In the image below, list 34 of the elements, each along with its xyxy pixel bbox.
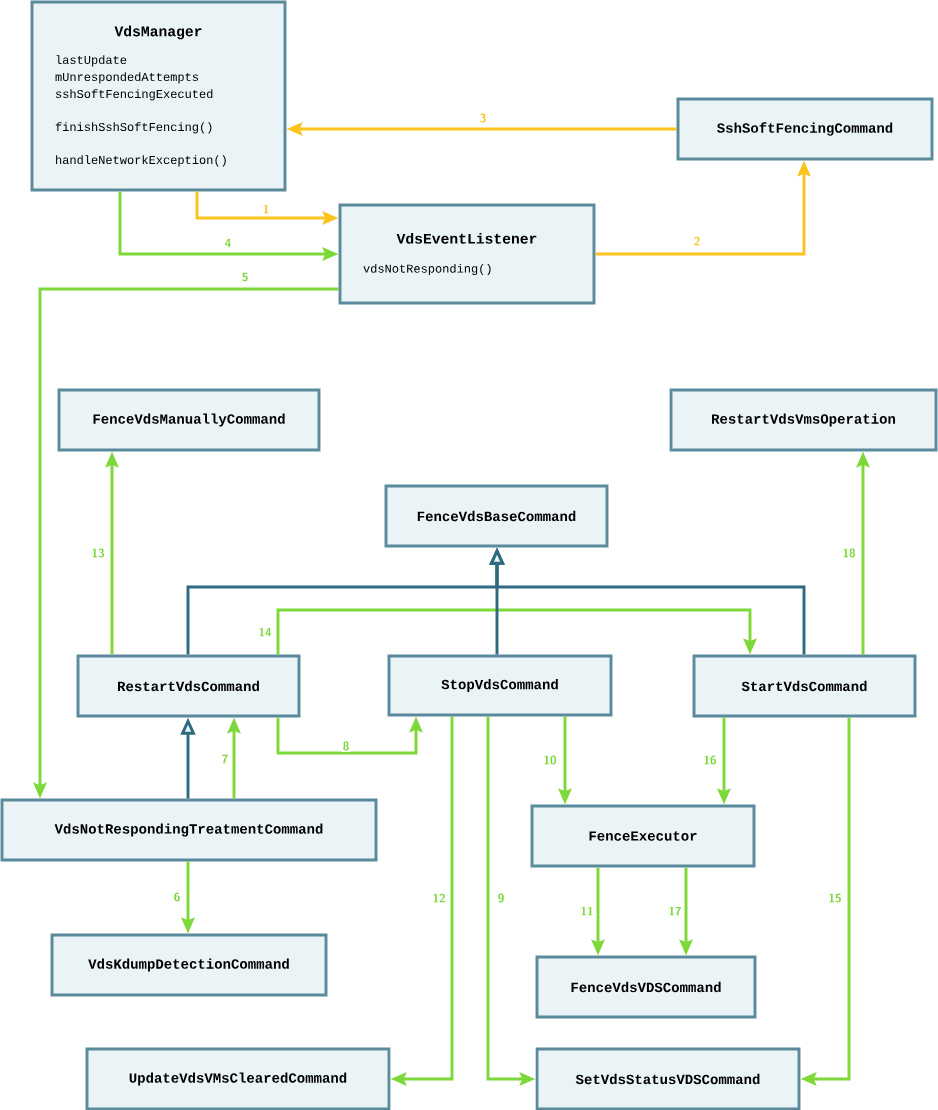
class-box: UpdateVdsVMsClearedCommand — [85, 1047, 391, 1110]
edge-label: 14 — [257, 626, 273, 638]
class-box: VdsNotRespondingTreatmentCommand — [0, 798, 378, 862]
edge-label: 13 — [90, 547, 106, 559]
edge-label: 6 — [172, 891, 182, 903]
class-box: VdsManager lastUpdate mUnrespondedAttempts sshSoftFencingExecuted finishSshSoftFencing() handleNetworkException() — [30, 0, 287, 192]
class-box: StopVdsCommand — [387, 654, 613, 717]
edge-label: 17 — [667, 905, 683, 917]
class-box: SshSoftFencingCommand — [676, 97, 934, 161]
edge-label: 1 — [261, 203, 271, 215]
class-box: FenceVdsVDSCommand — [535, 955, 757, 1019]
class-box: SetVdsStatusVDSCommand — [535, 1047, 801, 1110]
edge-label: 12 — [431, 892, 447, 904]
arrow — [276, 608, 757, 655]
edge-label: 9 — [496, 892, 506, 904]
class-box: VdsKdumpDetectionCommand — [50, 933, 328, 997]
class-box: FenceVdsManuallyCommand — [57, 388, 321, 452]
edge-label: 7 — [220, 753, 230, 765]
edge-label: 3 — [478, 112, 488, 124]
edge-label: 11 — [579, 905, 595, 917]
edge-label: 18 — [841, 547, 857, 559]
edge-label: 8 — [341, 740, 351, 752]
edge-label: 10 — [542, 754, 558, 766]
class-box: VdsEventListener vdsNotResponding() — [338, 203, 596, 305]
class-box: RestartVdsVmsOperation — [669, 388, 938, 452]
edge-label: 16 — [702, 754, 718, 766]
class-box: FenceExecutor — [530, 804, 756, 868]
class-box: StartVdsCommand — [692, 654, 917, 718]
class-box: FenceVdsBaseCommand — [384, 484, 609, 548]
edge-label: 5 — [240, 271, 250, 283]
class-box: RestartVdsCommand — [76, 654, 301, 718]
edge-label: 4 — [223, 237, 233, 249]
edge-label: 2 — [692, 235, 702, 247]
edge-label: 15 — [827, 892, 843, 904]
